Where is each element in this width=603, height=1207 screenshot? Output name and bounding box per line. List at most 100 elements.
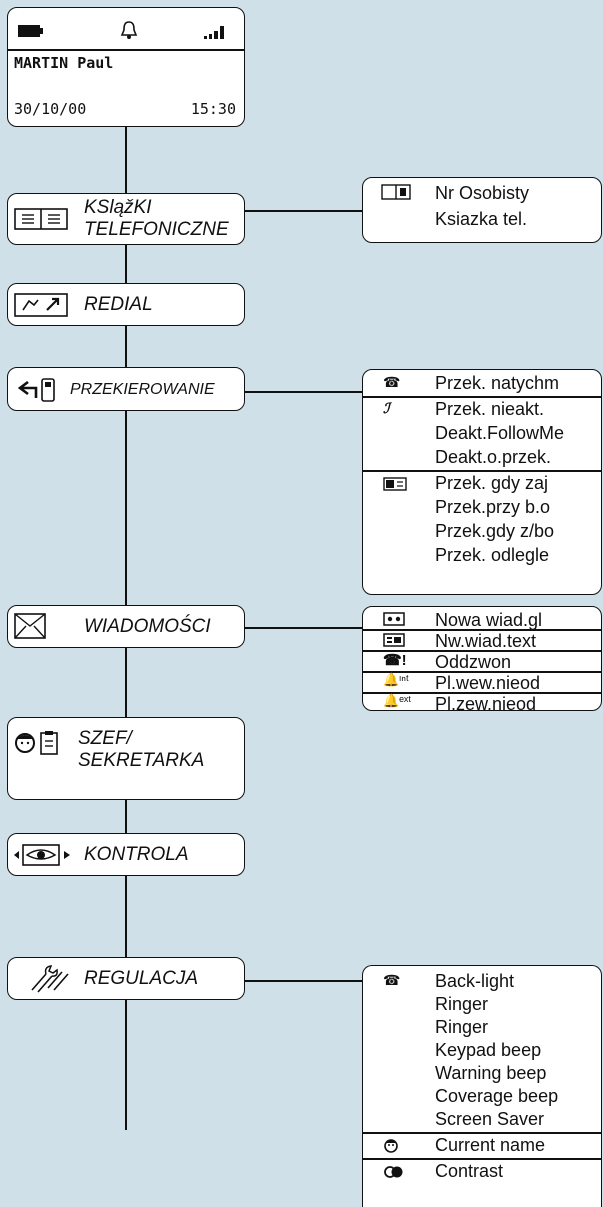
submenu-settings-item[interactable]: ☎ Back-light [363, 970, 601, 994]
submenu-forwarding-label: Przek.gdy z/bo [435, 521, 555, 541]
submenu-forwarding-label: Przek. gdy zaj [435, 473, 549, 493]
boss-secretary-icon [15, 731, 58, 755]
redial-icon [14, 293, 68, 317]
submenu-messages-label: Pl.zew.nieod [435, 694, 537, 714]
submenu-settings-label: Ringer [435, 1017, 489, 1037]
submenu-settings-item[interactable]: Warning beep [363, 1062, 601, 1086]
external-missed-call-icon: 🔔ᵉˣᵗ [383, 693, 412, 708]
submenu-phonebook-label: Ksiazka tel. [435, 209, 528, 229]
menu-control-label: KONTROLA [84, 844, 189, 865]
submenu-messages-item[interactable]: Nw.wiad.text [363, 630, 601, 651]
submenu-forwarding-label: Deakt.FollowMe [435, 423, 565, 443]
submenu-settings-label: Back-light [435, 971, 515, 991]
submenu-messages: Nowa wiad.gl Nw.wiad.text ☎! Oddzwon 🔔ᶦⁿ… [362, 606, 602, 714]
voicemail-icon [383, 612, 405, 626]
submenu-settings-label: Coverage beep [435, 1086, 559, 1106]
submenu-settings-item[interactable]: Ringer [363, 993, 601, 1017]
phone-icon: ☎ [383, 374, 401, 390]
submenu-forwarding-label: Przek. odlegle [435, 545, 550, 565]
face-icon [384, 1139, 398, 1153]
submenu-settings-item[interactable]: Coverage beep [363, 1085, 601, 1109]
divider [363, 396, 601, 398]
submenu-forwarding-item[interactable]: Przek.przy b.o [363, 496, 601, 520]
connector-phonebook [245, 210, 362, 212]
running-person-icon: ℐ [383, 400, 390, 416]
submenu-settings-item[interactable]: Screen Saver [363, 1108, 601, 1132]
submenu-messages-label: Pl.wew.nieod [435, 673, 541, 693]
personal-number-icon [381, 184, 411, 200]
divider [363, 692, 601, 694]
submenu-forwarding-item[interactable]: Przek. odlegle [363, 544, 601, 568]
submenu-settings-label: Contrast [435, 1161, 504, 1181]
phonebook-icon [14, 208, 68, 230]
menu-redial[interactable]: REDIAL [7, 283, 245, 326]
submenu-forwarding-item[interactable]: Przek.gdy z/bo [363, 520, 601, 544]
caller-name: MARTIN Paul [14, 54, 114, 72]
wrench-icon [31, 965, 69, 993]
submenu-messages-item[interactable]: ☎! Oddzwon [363, 651, 601, 672]
phone-screen: MARTIN Paul 30/10/00 15:30 [7, 7, 245, 127]
submenu-forwarding: ☎ Przek. natychm ℐ Przek. nieakt. Deakt.… [362, 369, 602, 595]
submenu-phonebook: Nr Osobisty Ksiazka tel. [362, 177, 602, 243]
submenu-forwarding-label: Przek. nieakt. [435, 399, 545, 419]
submenu-forwarding-item[interactable]: ☎ Przek. natychm [363, 372, 601, 396]
submenu-messages-item[interactable]: Nowa wiad.gl [363, 609, 601, 630]
submenu-settings-item[interactable]: Keypad beep [363, 1039, 601, 1063]
submenu-forwarding-label: Deakt.o.przek. [435, 447, 552, 467]
menu-boss-secretary[interactable]: SZEF/ SEKRETARKA [7, 717, 245, 800]
menu-boss-label-2: SEKRETARKA [78, 750, 205, 771]
connector-settings [245, 980, 362, 982]
internal-missed-call-icon: 🔔ᶦⁿᵗ [383, 672, 409, 687]
connector-messages [245, 627, 362, 629]
menu-boss-label-1: SZEF/ [78, 728, 132, 749]
divider [363, 1132, 601, 1134]
menu-control[interactable]: KONTROLA [7, 833, 245, 876]
submenu-settings-item[interactable]: Contrast [363, 1160, 601, 1184]
bell-icon [120, 21, 138, 39]
submenu-settings-label: Screen Saver [435, 1109, 545, 1129]
screen-date: 30/10/00 [14, 100, 87, 118]
submenu-settings-label: Warning beep [435, 1063, 547, 1083]
battery-icon [18, 25, 43, 37]
screen-time: 15:30 [190, 100, 236, 118]
submenu-settings-item[interactable]: Current name [363, 1134, 601, 1158]
submenu-settings: ☎ Back-light Ringer Ringer Keypad beep W… [362, 965, 602, 1207]
submenu-messages-item[interactable]: 🔔ᵉˣᵗ Pl.zew.nieod [363, 693, 601, 714]
submenu-forwarding-label: Przek. natychm [435, 373, 560, 393]
contrast-icon [384, 1166, 403, 1178]
text-message-icon [383, 633, 405, 647]
phone-icon: ☎ [383, 972, 401, 988]
submenu-forwarding-item[interactable]: ℐ Przek. nieakt. [363, 398, 601, 422]
menu-messages[interactable]: WIADOMOŚCI [7, 605, 245, 648]
submenu-settings-label: Current name [435, 1135, 546, 1155]
menu-phonebook-label-1: KSląžKI [84, 197, 152, 218]
status-separator [8, 49, 244, 51]
menu-messages-label: WIADOMOŚCI [84, 616, 211, 637]
submenu-forwarding-item[interactable]: Deakt.o.przek. [363, 446, 601, 470]
divider [363, 629, 601, 631]
divider [363, 470, 601, 472]
divider [363, 650, 601, 652]
submenu-settings-label: Keypad beep [435, 1040, 542, 1060]
submenu-phonebook-item[interactable]: Ksiazka tel. [363, 208, 601, 232]
signal-icon [204, 26, 224, 39]
eye-icon [14, 844, 70, 866]
submenu-forwarding-item[interactable]: Przek. gdy zaj [363, 472, 601, 496]
busy-forward-icon [383, 477, 407, 491]
status-bar [8, 20, 244, 42]
menu-forwarding[interactable]: PRZEKIEROWANIE [7, 367, 245, 411]
menu-forwarding-label: PRZEKIEROWANIE [70, 381, 215, 398]
callback-icon: ☎! [383, 652, 407, 669]
envelope-icon [14, 613, 46, 639]
submenu-messages-item[interactable]: 🔔ᶦⁿᵗ Pl.wew.nieod [363, 672, 601, 693]
forwarding-icon [17, 378, 55, 402]
submenu-phonebook-item[interactable]: Nr Osobisty [363, 182, 601, 206]
submenu-forwarding-item[interactable]: Deakt.FollowMe [363, 422, 601, 446]
connector-forwarding [245, 391, 362, 393]
submenu-forwarding-label: Przek.przy b.o [435, 497, 551, 517]
menu-redial-label: REDIAL [84, 294, 153, 315]
divider [363, 671, 601, 673]
submenu-settings-item[interactable]: Ringer [363, 1016, 601, 1040]
menu-phonebook[interactable]: KSląžKI TELEFONICZNE [7, 193, 245, 245]
menu-settings[interactable]: REGULACJA [7, 957, 245, 1000]
